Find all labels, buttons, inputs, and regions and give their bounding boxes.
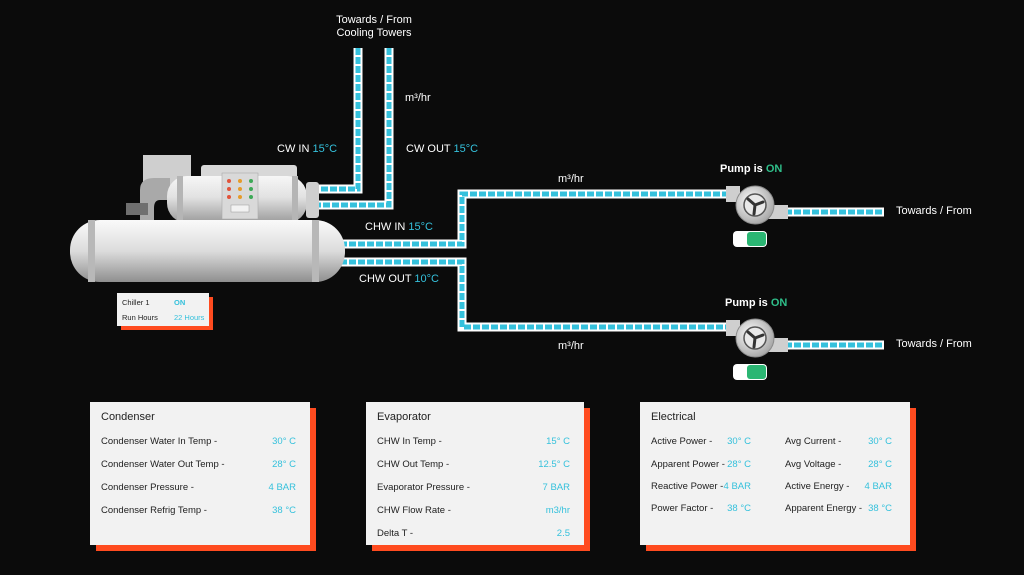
- electrical-row-value: 4 BAR: [723, 480, 751, 492]
- condenser-row: Condenser Water In Temp - 30° C: [101, 434, 296, 448]
- condenser-row: Condenser Water Out Temp - 28° C: [101, 457, 296, 471]
- evaporator-row-label: Delta T -: [377, 527, 414, 539]
- electrical-row: Apparent Power -28° C: [651, 457, 751, 471]
- electrical-title: Electrical: [651, 411, 696, 423]
- evaporator-row: Delta T - 2.5: [377, 526, 570, 540]
- electrical-row-label: Active Power -: [651, 435, 713, 447]
- evaporator-row: CHW Flow Rate - m3/hr: [377, 503, 570, 517]
- pump-2-toggle-knob: [747, 365, 766, 379]
- pipes: [318, 48, 884, 350]
- chiller-unit: [70, 155, 345, 282]
- pump-2-towards-label: Towards / From: [896, 338, 972, 350]
- chiller-state: ON: [174, 298, 186, 307]
- evaporator-row-label: Evaporator Pressure -: [377, 481, 470, 493]
- electrical-row-value: 4 BAR: [864, 480, 892, 492]
- cw-out-text: CW OUT: [406, 143, 451, 155]
- evaporator-row: CHW In Temp - 15° C: [377, 434, 570, 448]
- electrical-row-value: 38 °C: [868, 502, 892, 514]
- pump-1-status-label: Pump is: [720, 163, 763, 175]
- condenser-row-value: 4 BAR: [268, 481, 296, 493]
- condenser-row-value: 30° C: [272, 435, 296, 447]
- electrical-row-label: Avg Current -: [785, 435, 842, 447]
- evaporator-row-value: 2.5: [556, 527, 570, 539]
- electrical-row-value: 38 °C: [727, 502, 751, 514]
- evaporator-row-label: CHW Flow Rate -: [377, 504, 451, 516]
- pump-2-status-value: ON: [770, 297, 788, 309]
- cooling-towers-line2: Cooling Towers: [336, 27, 412, 39]
- cw-out-label: CW OUT 15°C: [406, 143, 478, 155]
- pump-1-toggle[interactable]: [733, 231, 767, 247]
- cooling-towers-label: Towards / From Cooling Towers: [320, 14, 428, 40]
- condenser-row-value: 28° C: [272, 458, 296, 470]
- cw-in-label: CW IN 15°C: [277, 143, 337, 155]
- electrical-row-label: Active Energy -: [785, 480, 850, 492]
- run-hours-value: 22 Hours: [174, 313, 205, 322]
- pump-1-flow-unit: m³/hr: [558, 173, 584, 185]
- electrical-row: Avg Current - 30° C: [785, 434, 892, 448]
- piping-diagram: [70, 48, 884, 358]
- evaporator-row-label: CHW Out Temp -: [377, 458, 450, 470]
- electrical-row-label: Avg Voltage -: [785, 458, 842, 470]
- pump-2-toggle[interactable]: [733, 364, 767, 380]
- chiller-info-card: Chiller 1 ON Run Hours 22 Hours: [117, 293, 209, 326]
- cw-in-text: CW IN: [277, 143, 310, 155]
- electrical-row-value: 30° C: [868, 435, 892, 447]
- chw-out-text: CHW OUT: [359, 273, 412, 285]
- electrical-row: Active Energy - 4 BAR: [785, 479, 892, 493]
- electrical-row-label: Reactive Power -: [651, 480, 724, 492]
- run-hours-label: Run Hours: [122, 313, 158, 322]
- cw-out-value: 15°C: [453, 143, 479, 155]
- condenser-row-label: Condenser Water In Temp -: [101, 435, 218, 447]
- evaporator-title: Evaporator: [377, 411, 431, 423]
- chiller-name: Chiller 1: [122, 298, 150, 307]
- condenser-row: Condenser Refrig Temp - 38 °C: [101, 503, 296, 517]
- pump-1-toggle-knob: [747, 232, 766, 246]
- chw-in-text: CHW IN: [365, 221, 406, 233]
- electrical-row-label: Power Factor -: [651, 502, 714, 514]
- evaporator-row-value: m3/hr: [545, 504, 570, 516]
- chw-in-label: CHW IN 15°C: [365, 221, 433, 233]
- evaporator-row-value: 15° C: [546, 435, 570, 447]
- pump-2-status: Pump is ON: [725, 297, 787, 309]
- chw-out-label: CHW OUT 10°C: [359, 273, 439, 285]
- electrical-row: Reactive Power -4 BAR: [651, 479, 751, 493]
- electrical-row: Avg Voltage - 28° C: [785, 457, 892, 471]
- electrical-panel: Electrical Active Power - 30° C Apparent …: [640, 402, 910, 545]
- electrical-row-label: Apparent Energy -: [785, 502, 863, 514]
- condenser-row-value: 38 °C: [272, 504, 296, 516]
- electrical-row-label: Apparent Power -: [651, 458, 725, 470]
- evaporator-row: Evaporator Pressure - 7 BAR: [377, 480, 570, 494]
- electrical-row-value: 30° C: [727, 435, 751, 447]
- pump-1: [726, 185, 788, 225]
- electrical-row: Power Factor - 38 °C: [651, 501, 751, 515]
- condenser-panel: Condenser Condenser Water In Temp - 30° C…: [90, 402, 310, 545]
- cooling-towers-line1: Towards / From: [336, 14, 412, 26]
- chw-in-value: 15°C: [408, 221, 433, 233]
- condenser-row-label: Condenser Refrig Temp -: [101, 504, 207, 516]
- electrical-row: Active Power - 30° C: [651, 434, 751, 448]
- pump-2-flow-unit: m³/hr: [558, 340, 584, 352]
- pump-2: [726, 318, 788, 358]
- chw-out-value: 10°C: [414, 273, 439, 285]
- evaporator-row-value: 7 BAR: [542, 481, 570, 493]
- cw-flow-unit: m³/hr: [405, 92, 431, 104]
- electrical-row-value: 28° C: [868, 458, 892, 470]
- condenser-row: Condenser Pressure - 4 BAR: [101, 480, 296, 494]
- pump-1-status-value: ON: [765, 163, 783, 175]
- electrical-row: Apparent Energy - 38 °C: [785, 501, 892, 515]
- pump-1-status: Pump is ON: [720, 163, 782, 175]
- pump-2-status-label: Pump is: [725, 297, 768, 309]
- condenser-row-label: Condenser Water Out Temp -: [101, 458, 225, 470]
- condenser-title: Condenser: [101, 411, 155, 423]
- pump-1-towards-label: Towards / From: [896, 205, 972, 217]
- evaporator-row: CHW Out Temp - 12.5° C: [377, 457, 570, 471]
- evaporator-panel: Evaporator CHW In Temp - 15° C CHW Out Te…: [366, 402, 584, 545]
- condenser-row-label: Condenser Pressure -: [101, 481, 194, 493]
- evaporator-row-label: CHW In Temp -: [377, 435, 442, 447]
- electrical-row-value: 28° C: [727, 458, 751, 470]
- evaporator-row-value: 12.5° C: [538, 458, 570, 470]
- cw-in-value: 15°C: [312, 143, 338, 155]
